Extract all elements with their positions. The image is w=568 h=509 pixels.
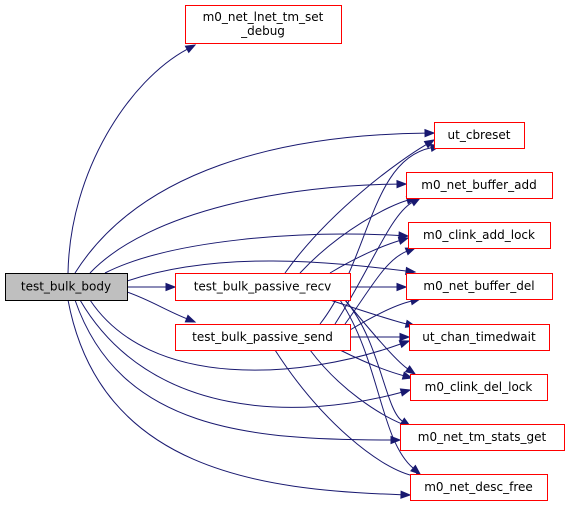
- arrowhead-root-to-cbreset: [424, 128, 436, 138]
- edge-root-to-stats: [74, 299, 392, 441]
- node-label: test_bulk_passive_recv: [194, 280, 332, 294]
- node-label: m0_net_buffer_del: [423, 279, 534, 293]
- node-box: [410, 374, 548, 401]
- edge-recv-to-clink_add: [329, 240, 400, 274]
- edge-send-to-buf_del: [349, 300, 412, 331]
- node-send[interactable]: test_bulk_passive_send: [175, 324, 351, 351]
- arrowhead-send-to-buf_add: [409, 197, 422, 207]
- node-box: [408, 222, 551, 249]
- arrowhead-root-to-buf_add: [396, 179, 408, 189]
- node-label: test_bulk_passive_send: [192, 330, 333, 344]
- node-label: _debug: [240, 24, 285, 38]
- node-label: m0_net_buffer_add: [421, 178, 536, 192]
- arrowhead-root-to-send: [184, 314, 197, 323]
- node-cbreset[interactable]: ut_cbreset: [434, 122, 525, 149]
- edge-root-to-buf_add: [89, 183, 398, 274]
- node-box: [410, 474, 548, 501]
- node-box: [409, 324, 550, 351]
- node-box: [5, 273, 128, 301]
- node-root: test_bulk_body: [5, 273, 128, 301]
- node-label: m0_clink_del_lock: [425, 380, 533, 394]
- node-label: test_bulk_body: [21, 280, 111, 294]
- edge-root-to-cbreset: [74, 132, 426, 274]
- edge-root-to-clink_add: [104, 233, 400, 274]
- edge-recv-to-stats: [344, 299, 403, 422]
- node-label: ut_chan_timedwait: [422, 330, 536, 344]
- edge-recv-to-desc_free: [339, 299, 414, 469]
- arrowhead-recv-to-desc_free: [410, 464, 422, 475]
- node-box: [406, 172, 553, 199]
- arrowhead-recv-to-clink_del: [404, 365, 417, 375]
- arrowhead-recv-to-buf_del: [396, 282, 408, 292]
- node-buf-add[interactable]: m0_net_buffer_add: [406, 172, 553, 199]
- edge-root-to-debug: [67, 48, 188, 274]
- edge-recv-to-cbreset: [284, 144, 427, 274]
- arrowhead-root-to-desc_free: [400, 490, 412, 499]
- node-box: [175, 324, 351, 351]
- edge-send-to-clink_add: [344, 250, 407, 325]
- edge-root-to-send: [126, 291, 187, 320]
- node-recv[interactable]: test_bulk_passive_recv: [175, 273, 351, 301]
- node-debug[interactable]: m0_net_lnet_tm_set_debug: [185, 5, 342, 44]
- node-timedwait[interactable]: ut_chan_timedwait: [409, 324, 550, 351]
- arrowhead-root-to-clink_del: [399, 388, 412, 397]
- node-label: m0_clink_add_lock: [423, 228, 535, 242]
- edge-root-to-timedwait: [89, 299, 401, 371]
- node-box: [185, 5, 342, 44]
- node-label: ut_cbreset: [448, 128, 511, 142]
- arrowhead-send-to-timedwait: [399, 332, 411, 342]
- edge-recv-to-timedwait: [329, 299, 407, 325]
- arrowhead-root-to-recv: [165, 282, 177, 292]
- edge-root-to-clink_del: [79, 299, 402, 408]
- node-desc-free[interactable]: m0_net_desc_free: [410, 474, 548, 501]
- arrowhead-root-to-debug: [184, 44, 197, 54]
- edge-send-to-clink_del: [339, 349, 404, 377]
- edge-root-to-buf_del: [126, 260, 407, 282]
- edge-send-to-buf_add: [334, 202, 413, 325]
- node-box: [406, 273, 553, 300]
- edge-recv-to-buf_add: [299, 199, 408, 274]
- node-box: [175, 273, 351, 301]
- nodes-layer: test_bulk_body m0_net_lnet_tm_set_debugut…: [5, 5, 565, 501]
- node-label: m0_net_lnet_tm_set: [203, 10, 324, 24]
- node-label: m0_net_tm_stats_get: [418, 430, 547, 444]
- edge-root-to-desc_free: [67, 299, 402, 496]
- node-buf-del[interactable]: m0_net_buffer_del: [406, 273, 553, 300]
- node-box: [434, 122, 525, 149]
- node-stats[interactable]: m0_net_tm_stats_get: [400, 424, 565, 451]
- edge-send-to-desc_free: [274, 349, 417, 477]
- arrowhead-recv-to-cbreset: [423, 139, 436, 149]
- edge-send-to-stats: [309, 349, 404, 426]
- node-box: [400, 424, 565, 451]
- edges-layer: [67, 44, 442, 499]
- arrowhead-send-to-clink_del: [401, 371, 414, 380]
- arrowhead-root-to-timedwait: [398, 340, 411, 349]
- node-clink-add[interactable]: m0_clink_add_lock: [408, 222, 551, 249]
- arrowhead-recv-to-clink_add: [397, 236, 410, 245]
- node-label: m0_net_desc_free: [424, 480, 533, 494]
- node-clink-del[interactable]: m0_clink_del_lock: [410, 374, 548, 401]
